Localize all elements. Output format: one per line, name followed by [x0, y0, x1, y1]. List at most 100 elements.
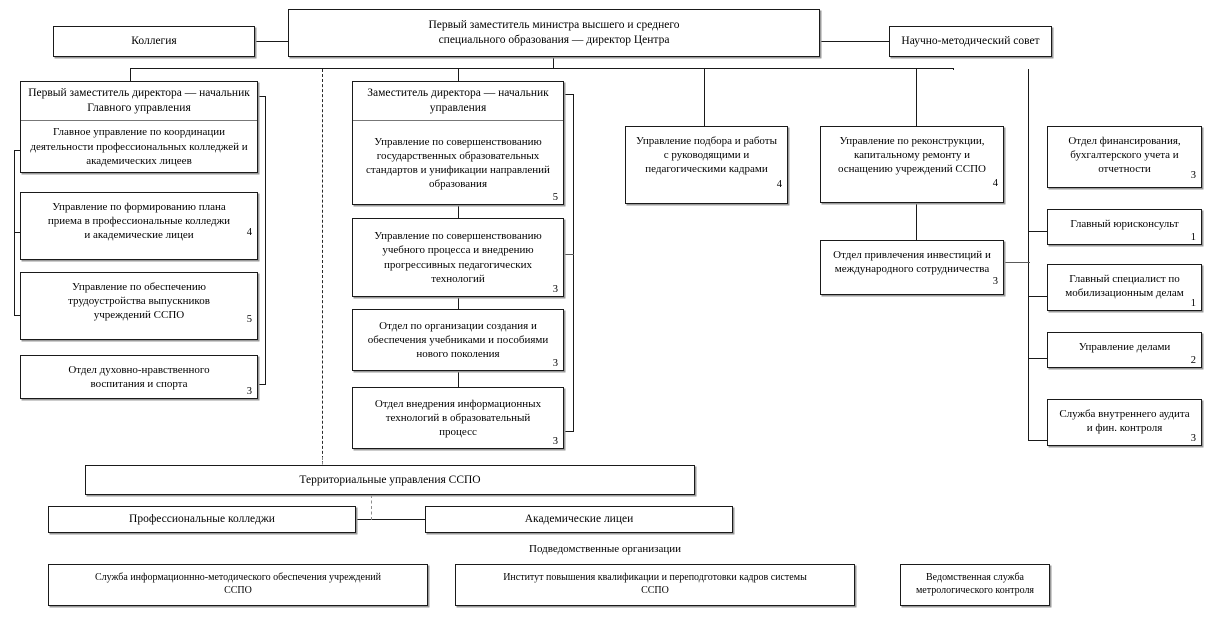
box-col1-item-1-count: 4 — [246, 226, 252, 238]
box-col5-item-0[interactable]: Отдел финансирования, бухгалтерского уче… — [1047, 126, 1202, 188]
connector-kollegia-director — [254, 41, 289, 43]
box-col4-item-1-count: 3 — [992, 275, 998, 287]
box-col1-head[interactable]: Первый заместитель директора — начальник… — [21, 82, 257, 122]
connector-col2-right-trunk — [573, 94, 575, 431]
connector-col5-branch-5 — [1028, 440, 1048, 442]
box-subordinate-0[interactable]: Служба информационнно-методического обес… — [48, 564, 428, 606]
stack-col2-head[interactable]: Заместитель директора — начальник управл… — [352, 81, 564, 205]
connector-col1-right-trunk — [265, 96, 267, 384]
box-col2-item-2-count: 3 — [552, 357, 558, 369]
stack-col1-head[interactable]: Первый заместитель директора — начальник… — [20, 81, 258, 173]
box-col4-item-1-label: Отдел привлечения инвестиций и междунаро… — [833, 249, 991, 276]
box-col2-item-0[interactable]: Управление по совершенствованию государс… — [353, 121, 563, 204]
box-territorial-main[interactable]: Территориальные управления ССПО — [85, 465, 695, 495]
box-col1-item-0[interactable]: Главное управление по координации деятел… — [21, 121, 257, 172]
box-col1-item-2[interactable]: Управление по обеспечению трудоустройств… — [20, 272, 258, 340]
connector-drop-col5-trunk — [953, 68, 955, 70]
box-col5-item-3[interactable]: Управление делами 2 — [1047, 332, 1202, 368]
box-col3-item-0[interactable]: Управление подбора и работы с руководящи… — [625, 126, 788, 204]
connector-territorial-drop — [322, 457, 323, 469]
connector-col5-trunk — [1028, 69, 1030, 440]
box-col2-head[interactable]: Заместитель директора — начальник управл… — [353, 82, 563, 122]
box-subordinate-1[interactable]: Институт повышения квалификации и перепо… — [455, 564, 855, 606]
box-col5-item-1[interactable]: Главный юрисконсульт 1 — [1047, 209, 1202, 245]
box-col1-item-1[interactable]: Управление по формированию плана приема … — [20, 192, 258, 260]
box-col5-item-4-label: Служба внутреннего аудита и фин. контрол… — [1059, 408, 1190, 435]
box-col2-item-0-count: 5 — [552, 191, 558, 203]
connector-drop-col3 — [704, 68, 706, 126]
connector-col5-feed — [1004, 262, 1030, 264]
box-col2-item-0-label: Управление по совершенствованию государс… — [366, 135, 550, 190]
connector-col2-joint-1 — [458, 205, 460, 218]
connector-dashed-divider — [322, 69, 323, 469]
box-col5-item-1-count: 1 — [1190, 231, 1196, 243]
connector-col2-right-top — [561, 94, 574, 96]
connector-director-council — [820, 41, 890, 43]
box-col4-item-0-label: Управление по реконструкции, капитальном… — [838, 135, 986, 176]
box-scientific-council[interactable]: Научно-методический совет — [889, 26, 1052, 57]
connector-territorial-bar — [310, 519, 435, 521]
box-col3-item-0-count: 4 — [776, 178, 782, 190]
box-col1-head-label: Первый заместитель директора — начальник… — [28, 87, 250, 115]
connector-main-bus — [130, 68, 954, 70]
box-col5-item-0-label: Отдел финансирования, бухгалтерского уче… — [1068, 135, 1181, 176]
subordinate-caption: Подведомственные организации — [529, 543, 681, 555]
box-territorial-colleges-label: Профессиональные колледжи — [129, 513, 275, 526]
box-col5-item-1-label: Главный юрисконсульт — [1070, 218, 1179, 230]
box-col5-item-2-count: 1 — [1190, 297, 1196, 309]
connector-col2-joint-2 — [458, 297, 460, 309]
box-col1-item-2-count: 5 — [246, 313, 252, 325]
connector-col5-branch-2 — [1028, 231, 1048, 233]
box-col2-item-3-count: 3 — [552, 435, 558, 447]
box-col5-item-0-count: 3 — [1190, 169, 1196, 181]
box-col5-item-4-count: 3 — [1190, 432, 1196, 444]
box-col2-item-3[interactable]: Отдел внедрения информационных технологи… — [352, 387, 564, 449]
box-subordinate-2-label: Ведомственная служба метрологического ко… — [915, 572, 1035, 596]
connector-col1-right-top — [257, 96, 266, 98]
connector-col4-joint — [916, 203, 918, 240]
box-col2-item-1[interactable]: Управление по совершенствованию учебного… — [352, 218, 564, 297]
box-col5-item-2[interactable]: Главный специалист по мобилизационным де… — [1047, 264, 1202, 311]
box-territorial-lyceums-label: Академические лицеи — [524, 513, 634, 526]
box-col5-item-3-count: 2 — [1190, 354, 1196, 366]
box-col4-item-0-count: 4 — [992, 177, 998, 189]
connector-drop-col2 — [458, 68, 460, 82]
box-subordinate-1-label: Институт повышения квалификации и перепо… — [503, 572, 807, 596]
box-kollegia-label: Коллегия — [131, 35, 177, 48]
box-scientific-council-label: Научно-методический совет — [901, 35, 1040, 48]
box-col1-item-3-count: 3 — [246, 385, 252, 397]
connector-col1-right-bottom — [257, 384, 266, 386]
box-col4-item-0[interactable]: Управление по реконструкции, капитальном… — [820, 126, 1004, 203]
box-col5-item-2-label: Главный специалист по мобилизационным де… — [1065, 273, 1184, 300]
box-subordinate-0-label: Служба информационнно-методического обес… — [94, 572, 381, 596]
connector-drop-col1 — [130, 68, 132, 82]
box-col2-item-1-label: Управление по совершенствованию учебного… — [374, 230, 542, 285]
box-subordinate-2[interactable]: Ведомственная служба метрологического ко… — [900, 564, 1050, 606]
box-col2-head-label: Заместитель директора — начальник управл… — [367, 87, 549, 115]
connector-col2-joint-3 — [458, 371, 460, 387]
connector-col2-right-bottom — [561, 431, 574, 433]
box-territorial-lyceums[interactable]: Академические лицеи — [425, 506, 733, 533]
box-col5-item-3-label: Управление делами — [1078, 341, 1171, 353]
box-col3-item-0-label: Управление подбора и работы с руководящи… — [636, 135, 777, 176]
connector-col5-branch-3 — [1028, 296, 1048, 298]
box-director[interactable]: Первый заместитель министра высшего и ср… — [288, 9, 820, 57]
box-col2-item-2[interactable]: Отдел по организации создания и обеспече… — [352, 309, 564, 371]
box-col2-item-1-count: 3 — [552, 283, 558, 295]
connector-col5-branch-4 — [1028, 358, 1048, 360]
box-territorial-main-label: Территориальные управления ССПО — [299, 473, 481, 486]
connector-director-down — [553, 57, 555, 68]
box-col2-item-2-label: Отдел по организации создания и обеспече… — [367, 319, 549, 361]
connector-drop-col4 — [916, 68, 918, 126]
box-territorial-colleges[interactable]: Профессиональные колледжи — [48, 506, 356, 533]
box-kollegia[interactable]: Коллегия — [53, 26, 255, 57]
box-col1-item-2-label: Управление по обеспечению трудоустройств… — [68, 281, 210, 322]
box-col1-item-3[interactable]: Отдел духовно-нравственного воспитания и… — [20, 355, 258, 399]
box-col1-item-1-label: Управление по формированию плана приема … — [47, 201, 231, 242]
connector-territorial-mid — [371, 495, 372, 520]
box-col1-item-3-label: Отдел духовно-нравственного воспитания и… — [68, 364, 210, 391]
box-col4-item-1[interactable]: Отдел привлечения инвестиций и междунаро… — [820, 240, 1004, 295]
box-col5-item-4[interactable]: Служба внутреннего аудита и фин. контрол… — [1047, 399, 1202, 446]
box-col1-item-0-label: Главное управление по координации деятел… — [30, 126, 248, 167]
